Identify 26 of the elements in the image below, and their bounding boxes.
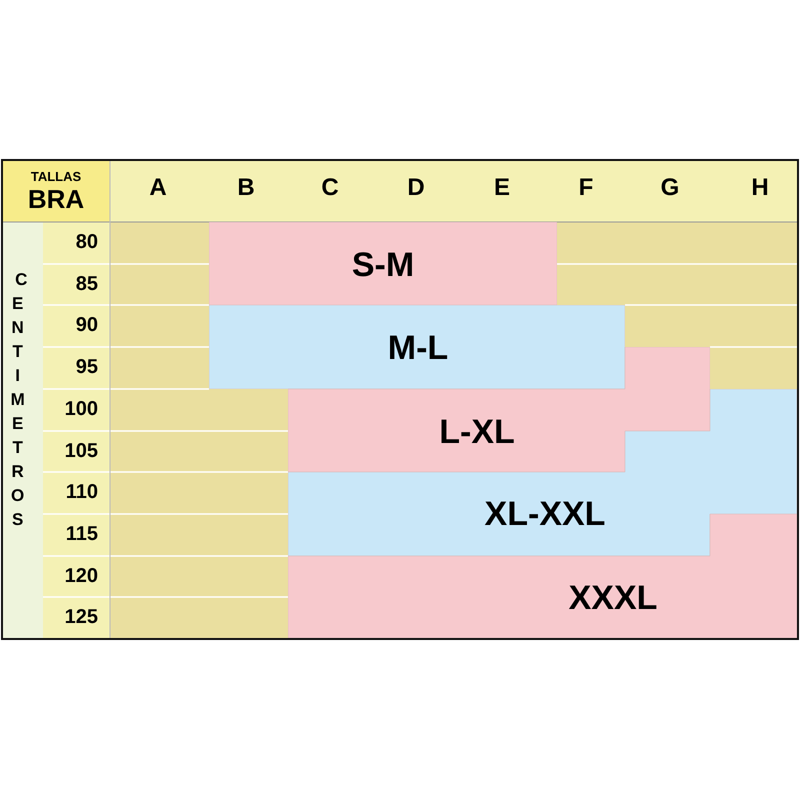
size-label: S-M bbox=[352, 248, 414, 282]
column-header: G bbox=[660, 176, 680, 200]
row-header: 90 bbox=[74, 315, 98, 335]
column-header: C bbox=[320, 176, 340, 200]
row-header: 95 bbox=[74, 357, 98, 377]
header-label: BRA bbox=[26, 186, 86, 212]
row-header: 115 bbox=[64, 524, 98, 544]
row-header: 80 bbox=[74, 232, 98, 252]
row-header: 120 bbox=[64, 566, 98, 586]
header-label: TALLAS bbox=[30, 170, 82, 183]
column-header: A bbox=[148, 176, 168, 200]
row-header: 85 bbox=[74, 274, 98, 294]
row-header: 105 bbox=[64, 441, 98, 461]
column-header: B bbox=[236, 176, 256, 200]
column-header: E bbox=[492, 176, 511, 200]
size-label: XXXL bbox=[568, 581, 658, 615]
column-header: H bbox=[750, 176, 770, 200]
size-label: L-XL bbox=[439, 415, 515, 449]
size-label: XL-XXL bbox=[484, 497, 606, 531]
column-header: D bbox=[406, 176, 426, 200]
row-header: 100 bbox=[64, 399, 98, 419]
column-header: F bbox=[578, 176, 594, 200]
row-header: 110 bbox=[64, 482, 98, 502]
size-label: M-L bbox=[388, 331, 448, 365]
vertical-axis-title: CENTIMETROS bbox=[10, 269, 30, 531]
row-header: 125 bbox=[64, 607, 98, 627]
